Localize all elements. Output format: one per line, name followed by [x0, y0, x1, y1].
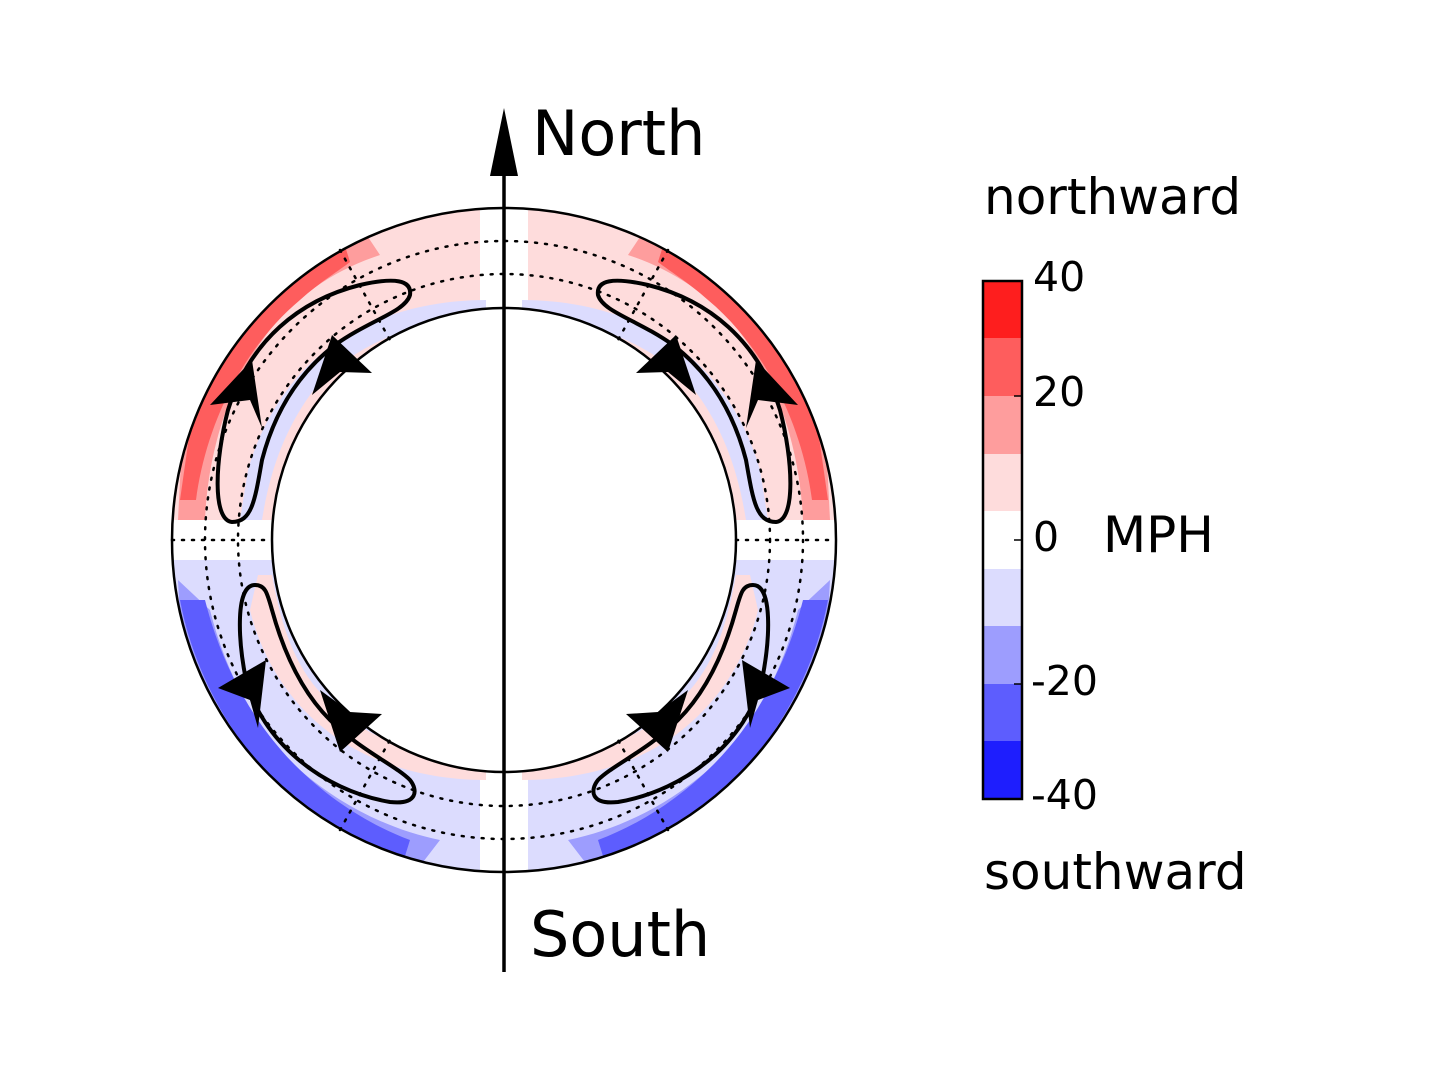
arrow-nw-inner-icon [312, 335, 372, 395]
arrow-nw-outer-icon [210, 360, 262, 428]
arrow-se-outer-icon [742, 660, 790, 728]
colorbar-unit-label: MPH [1103, 506, 1214, 564]
arrow-ne-outer-icon [746, 360, 798, 428]
north-arrow-icon [490, 108, 518, 176]
south-label: South [530, 898, 711, 971]
colorbar [981, 279, 1024, 801]
colorbar-tick-0: 0 [1033, 513, 1060, 561]
arrow-sw-outer-icon [218, 660, 266, 728]
circulation-cell-nw [215, 278, 413, 525]
flow-arrowheads [210, 335, 798, 752]
arrow-sw-inner-icon [320, 690, 382, 752]
colorbar-bottom-annotation: southward [984, 843, 1247, 901]
colorbar-tick-40: 40 [1033, 253, 1086, 301]
colorbar-top-annotation: northward [984, 168, 1242, 226]
arrow-se-inner-icon [626, 690, 688, 752]
circulation-cell-ne [595, 278, 793, 525]
colorbar-tick-20: 20 [1033, 368, 1086, 416]
north-label: North [532, 97, 706, 170]
colorbar-tick-minus-20: -20 [1031, 657, 1098, 705]
colorbar-tick-minus-40: -40 [1031, 771, 1098, 819]
arrow-ne-inner-icon [636, 335, 696, 395]
rotation-axis [490, 108, 518, 972]
